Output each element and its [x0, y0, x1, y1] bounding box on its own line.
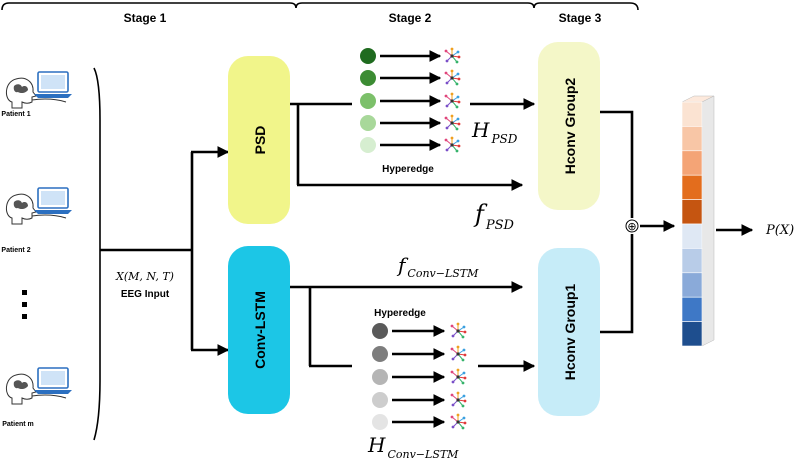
combine-circle [625, 219, 639, 233]
psd-hyperedge-label: Hyperedge [382, 164, 434, 175]
conv-lstm-label: Conv-LSTM [252, 291, 268, 369]
patient-2-icon [5, 187, 73, 225]
output-vector [681, 95, 715, 347]
combine-symbol: ⊕ [627, 220, 636, 233]
output-probability: P(X) [765, 223, 794, 238]
psd-edges [290, 102, 524, 191]
hconv-group1-label: Hconv Group1 [562, 284, 578, 381]
hconv-group2-box [538, 42, 600, 210]
stage-2-label: Stage 2 [389, 11, 432, 25]
conv-hyperedge-nodes [372, 322, 467, 430]
stage-braces [1, 2, 639, 11]
psd-hyperedge-nodes [360, 47, 461, 153]
input-label: EEG Input [121, 289, 170, 300]
input-edges [100, 146, 230, 356]
psd-box [228, 56, 290, 224]
patient-1-label: Patient 1 [1, 111, 30, 118]
hconv-group1-box [538, 248, 600, 416]
ellipsis-dots [22, 290, 27, 319]
conv-hyperedge-label: Hyperedge [374, 308, 426, 319]
stage-1-label: Stage 1 [124, 11, 167, 25]
input-formula: X(M, N, T) [115, 270, 174, 283]
psd-label: PSD [252, 126, 268, 155]
merge-edges [600, 110, 676, 334]
patient-m-icon [5, 367, 73, 405]
patients-bracket [93, 67, 101, 441]
hconv-group2-label: Hconv Group2 [562, 78, 578, 175]
conv-lstm-box [228, 246, 290, 414]
patient-1-icon [5, 71, 73, 109]
patient-m-label: Patient m [2, 421, 34, 428]
conv-lstm-edges [290, 281, 524, 368]
stage-3-label: Stage 3 [559, 11, 602, 25]
patient-2-label: Patient 2 [1, 247, 30, 254]
